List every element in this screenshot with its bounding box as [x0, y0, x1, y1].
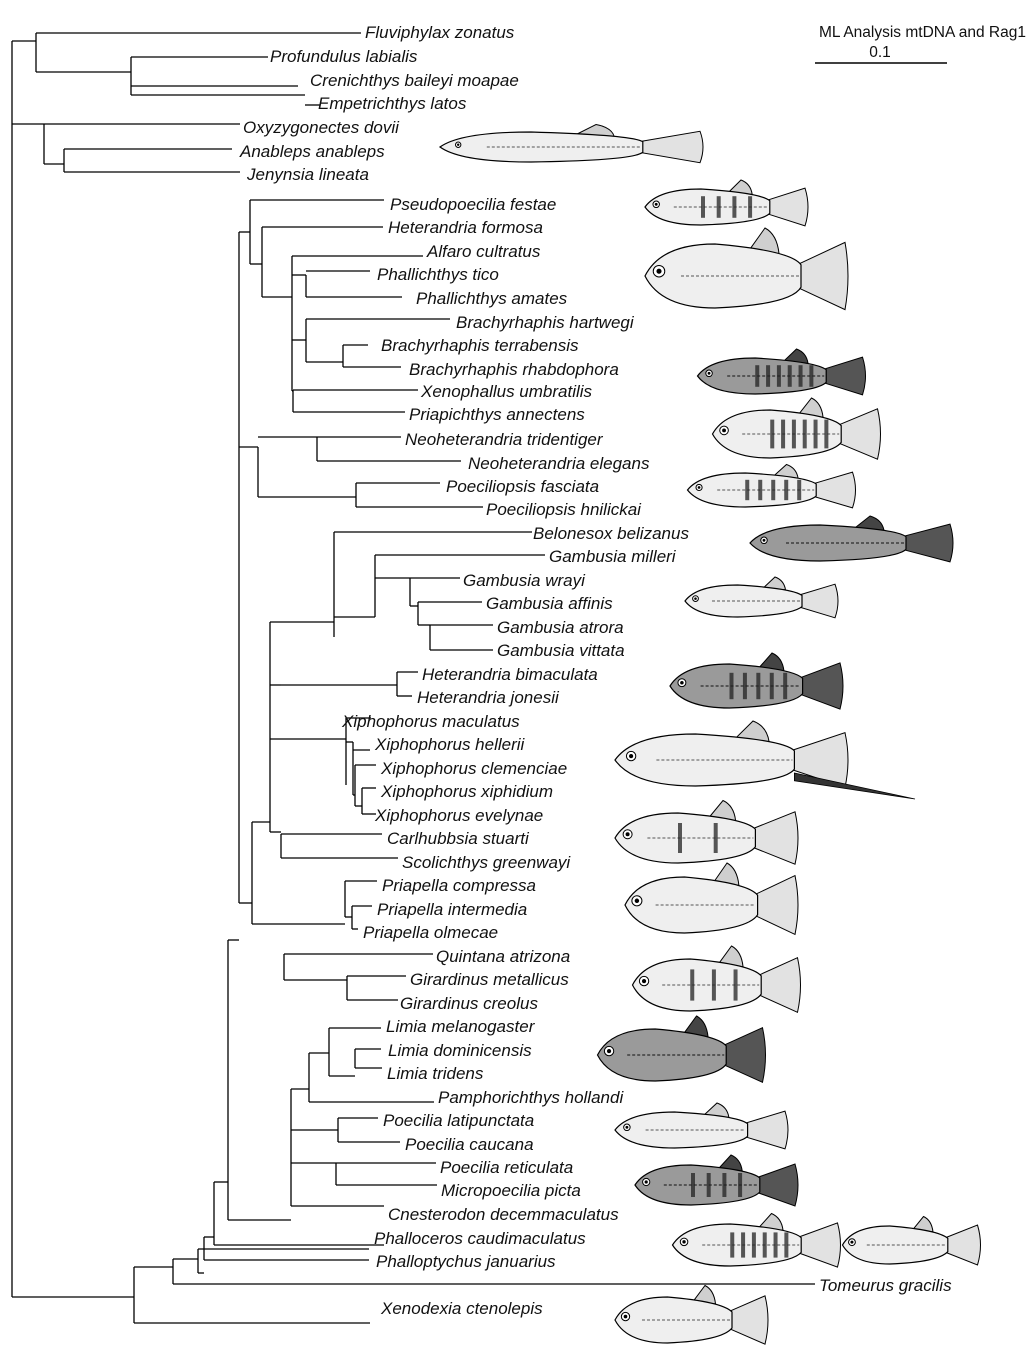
taxon-label: Phalloceros caudimaculatus: [374, 1229, 586, 1248]
taxon-label: Phallichthys amates: [416, 289, 568, 308]
taxon-label: Priapella olmecae: [363, 923, 498, 942]
girardinus-fish-icon: [633, 946, 801, 1012]
tomeurus-fish-icon: [843, 1217, 981, 1265]
taxon-label: Priapella intermedia: [377, 900, 527, 919]
taxon-label: Neoheterandria elegans: [468, 454, 650, 473]
taxon-label: Micropoecilia picta: [441, 1181, 581, 1200]
taxon-label: Cnesterodon decemmaculatus: [388, 1205, 619, 1224]
taxon-label: Brachyrhaphis rhabdophora: [409, 360, 619, 379]
taxon-label: Gambusia milleri: [549, 547, 677, 566]
taxon-label: Anableps anableps: [239, 142, 385, 161]
taxon-label: Phalloptychus januarius: [376, 1252, 556, 1271]
phalloceros-fish-icon: [673, 1214, 841, 1268]
taxon-label: Pamphorichthys hollandi: [438, 1088, 624, 1107]
taxon-label: Pseudopoecilia festae: [390, 195, 556, 214]
taxon-label: Poeciliopsis hnilickai: [486, 500, 642, 519]
taxon-label: Scolichthys greenwayi: [402, 853, 571, 872]
taxon-label: Poeciliopsis fasciata: [446, 477, 599, 496]
taxon-label: Poecilia caucana: [405, 1135, 534, 1154]
taxon-label: Crenichthys baileyi moapae: [310, 71, 519, 90]
taxon-label: Limia tridens: [387, 1064, 484, 1083]
brachyrhaphis-fish-icon: [698, 349, 866, 395]
taxon-label: Phallichthys tico: [377, 265, 499, 284]
taxon-label: Xenophallus umbratilis: [420, 382, 593, 401]
taxon-label: Priapichthys annectens: [409, 405, 585, 424]
taxon-label: Jenynsia lineata: [246, 165, 369, 184]
taxon-label: Priapella compressa: [382, 876, 536, 895]
taxon-label: Xiphophorus evelynae: [374, 806, 543, 825]
micropoecilia-fish-icon: [635, 1155, 798, 1206]
taxon-label: Profundulus labialis: [270, 47, 418, 66]
carlhubbsia-fish-icon: [615, 801, 798, 865]
xiphophorus-fish-icon: [615, 721, 915, 799]
taxon-label: Gambusia wrayi: [463, 571, 586, 590]
taxon-label: Fluviphylax zonatus: [365, 23, 515, 42]
xenodexia-fish-icon: [615, 1286, 768, 1345]
taxon-label: Quintana atrizona: [436, 947, 570, 966]
analysis-title: ML Analysis mtDNA and Rag1: [819, 24, 1026, 41]
taxon-label: Gambusia atrora: [497, 618, 624, 637]
oxyzygonectes-fish-icon: [440, 125, 703, 163]
taxon-label: Xiphophorus hellerii: [374, 735, 526, 754]
taxon-label: Heterandria formosa: [388, 218, 543, 237]
taxon-label: Poecilia reticulata: [440, 1158, 573, 1177]
taxon-label: Heterandria jonesii: [417, 688, 560, 707]
poeciliopsis-fish-icon: [688, 465, 856, 508]
taxon-label: Tomeurus gracilis: [819, 1276, 952, 1295]
neoheterandria-fish-icon: [713, 398, 881, 459]
taxon-label: Girardinus metallicus: [410, 970, 569, 989]
belonesox-fish-icon: [750, 516, 953, 562]
taxon-label: Brachyrhaphis hartwegi: [456, 313, 635, 332]
taxon-label: Oxyzygonectes dovii: [243, 118, 400, 137]
taxon-labels: Fluviphylax zonatus Profundulus labialis…: [239, 23, 952, 1318]
phallichthys-fish-icon: [645, 228, 848, 310]
taxon-label: Limia dominicensis: [388, 1041, 532, 1060]
taxon-label: Neoheterandria tridentiger: [405, 430, 604, 449]
taxon-label: Brachyrhaphis terrabensis: [381, 336, 579, 355]
taxon-label: Girardinus creolus: [400, 994, 538, 1013]
limia-fish-icon: [598, 1016, 766, 1082]
priapella-fish-icon: [625, 863, 798, 934]
taxon-label: Limia melanogaster: [386, 1017, 536, 1036]
taxon-label: Xiphophorus xiphidium: [380, 782, 553, 801]
taxon-label: Heterandria bimaculata: [422, 665, 598, 684]
taxon-label: Xiphophorus clemenciae: [380, 759, 567, 778]
taxon-label: Xiphophorus maculatus: [341, 712, 520, 731]
poecilia-fish-icon: [615, 1103, 788, 1149]
taxon-label: Xenodexia ctenolepis: [380, 1299, 543, 1318]
taxon-label: Gambusia affinis: [486, 594, 613, 613]
taxon-label: Belonesox belizanus: [533, 524, 689, 543]
taxon-label: Carlhubbsia stuarti: [387, 829, 530, 848]
taxon-label: Poecilia latipunctata: [383, 1111, 534, 1130]
taxon-label: Gambusia vittata: [497, 641, 625, 660]
heterandria-fish-icon: [670, 653, 843, 709]
taxon-label: Empetrichthys latos: [318, 94, 467, 113]
pseudopoecilia-fish-icon: [645, 180, 808, 226]
taxon-label: Alfaro cultratus: [426, 242, 541, 261]
scale-bar-label: 0.1: [869, 44, 891, 61]
gambusia-fish-icon: [685, 577, 838, 618]
